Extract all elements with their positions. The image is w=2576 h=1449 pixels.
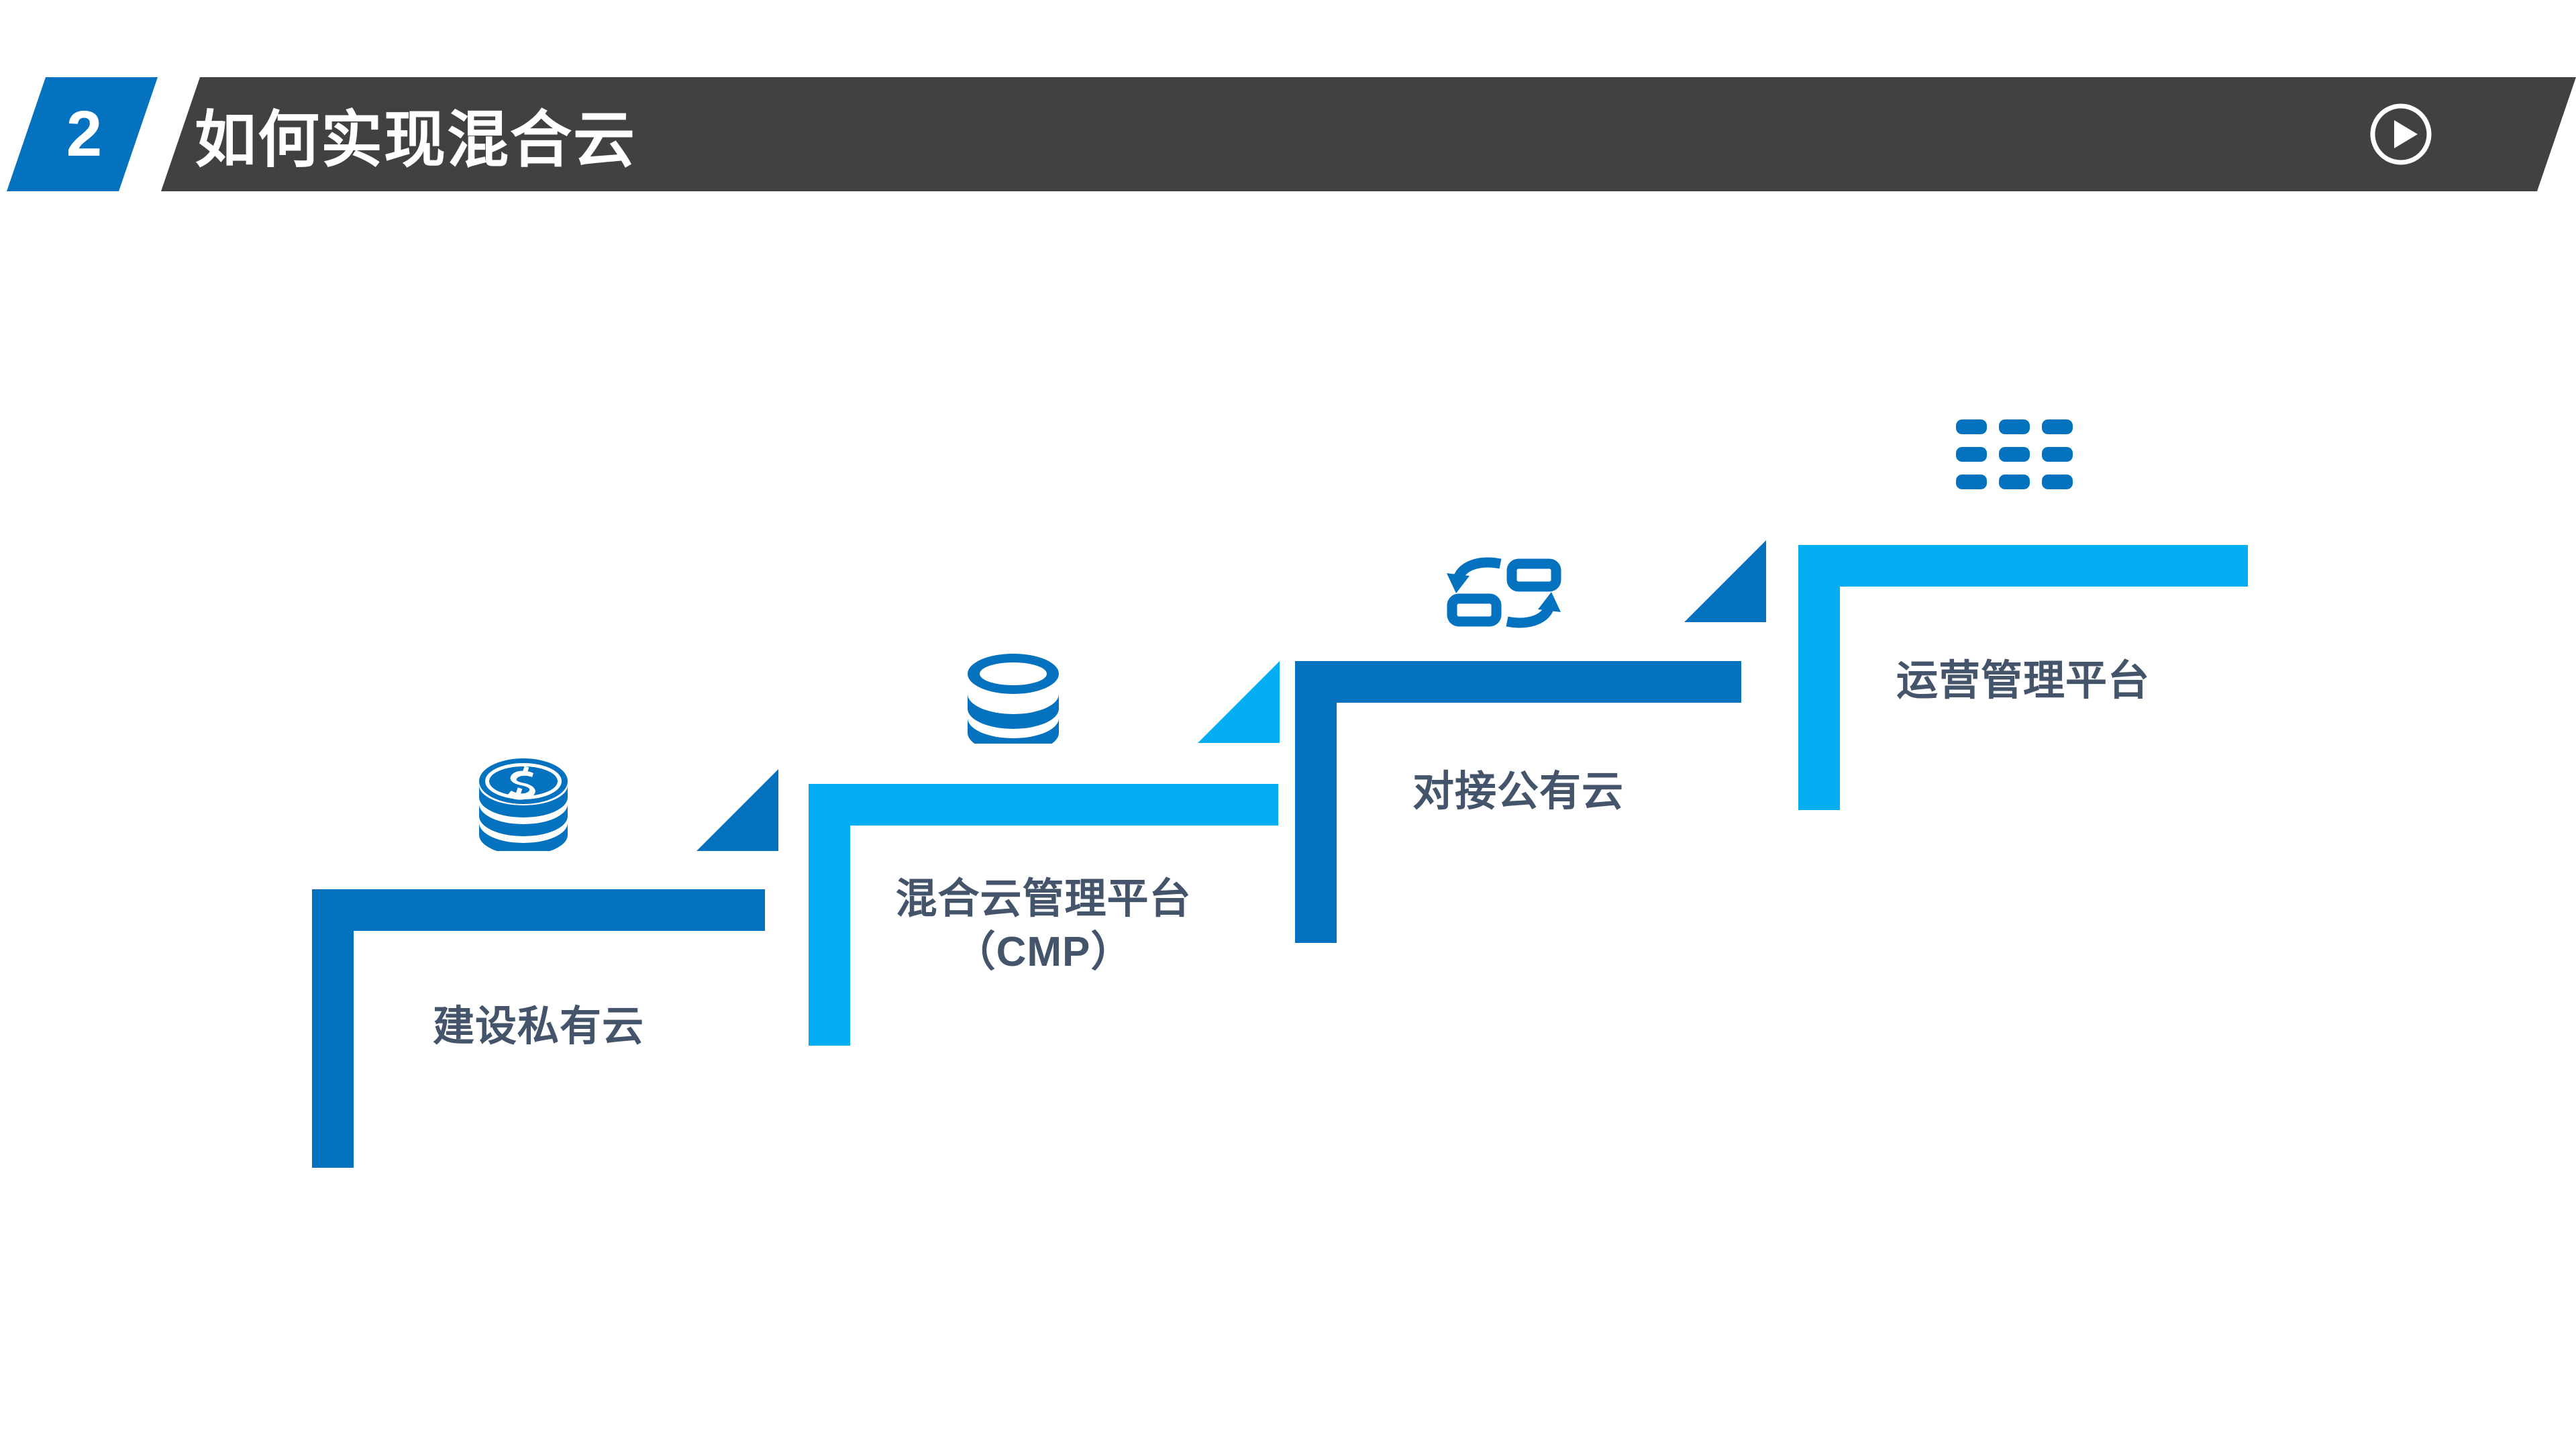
data-exchange-icon [1443, 549, 1563, 636]
step-3-label: 对接公有云 [1412, 768, 1624, 815]
play-circle-icon[interactable] [2368, 101, 2434, 167]
step-2-top-bar [809, 784, 1278, 826]
step-4-label: 运营管理平台 [1896, 658, 2150, 704]
server-grid-icon [1956, 419, 2073, 490]
page-title: 如何实现混合云 [195, 105, 637, 174]
section-number-badge: 2 [7, 77, 158, 191]
step-3[interactable] [1295, 661, 1741, 943]
database-icon [960, 650, 1067, 753]
arrow-step1-to-step2 [697, 769, 778, 851]
header-bar [161, 77, 2576, 191]
step-1[interactable] [312, 889, 765, 1168]
step-1-left-leg [312, 889, 354, 1168]
step-4-left-leg [1798, 545, 1840, 810]
step-2-label: 混合云管理平台 （CMP） [895, 876, 1192, 976]
step-1-top-bar [312, 889, 765, 931]
slide-header: 2 如何实现混合云 [0, 77, 2576, 191]
step-3-top-bar [1295, 661, 1741, 703]
step-3-left-leg [1295, 661, 1337, 943]
step-4-top-bar [1798, 545, 2248, 587]
arrow-step3-to-step4 [1684, 540, 1766, 622]
step-2-left-leg [809, 784, 850, 1046]
arrow-step2-to-step3 [1198, 661, 1280, 743]
section-number-text: 2 [66, 98, 103, 170]
coin-stack-icon [470, 744, 577, 855]
step-1-label: 建设私有云 [432, 1003, 644, 1050]
step-2[interactable] [809, 784, 1278, 1046]
step-4[interactable] [1798, 545, 2248, 810]
